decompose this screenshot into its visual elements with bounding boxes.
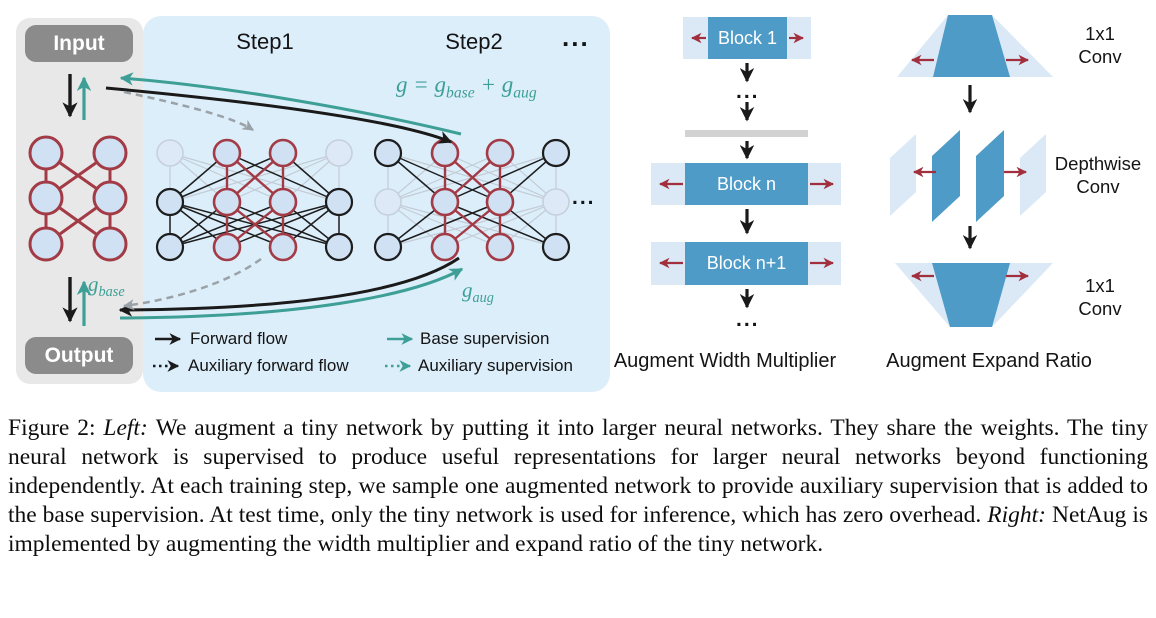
block1-box: Block 1	[708, 17, 787, 59]
step1-label: Step1	[236, 29, 294, 54]
conv1x1-top-label: 1x1 Conv	[1078, 23, 1122, 68]
output-box: Output	[25, 337, 133, 374]
g-base-sub: base	[98, 284, 125, 301]
g-aug-label: gaug	[462, 278, 494, 307]
conv1x1-base-trapezoid-inv	[932, 263, 1010, 327]
legend-aux-supervision: Auxiliary supervision	[418, 356, 573, 375]
caption-segment: NetAug is implemented by augmenting the …	[8, 502, 1149, 557]
width-stack-ellipsis-bottom: ...	[736, 308, 760, 331]
figure-2-graphic: Input Output Step1 Step2 ... ... g = gba…	[16, 15, 1142, 392]
formula-sub: aug	[513, 84, 537, 102]
formula-sub: base	[446, 84, 475, 102]
legend-aux-forward-flow: Auxiliary forward flow	[188, 356, 349, 375]
g-aug-symbol: g	[462, 278, 473, 302]
conv1x1-augment-trapezoid-inv	[895, 263, 1053, 327]
caption-segment: Figure 2:	[8, 415, 104, 441]
conv1x1-augment-trapezoid	[897, 15, 1053, 77]
formula-part: g = g	[396, 72, 447, 97]
step2-label: Step2	[445, 29, 503, 54]
more-width-ellipsis: ...	[572, 186, 596, 209]
formula-part: + g	[474, 72, 514, 97]
width-stack-ellipsis-top: ...	[736, 80, 760, 103]
width-multiplier-caption: Augment Width Multiplier	[613, 350, 837, 372]
depthwise-augment-slab	[890, 134, 916, 216]
caption-italic-segment: Left:	[103, 415, 156, 441]
figure-caption: Figure 2: Left: We augment a tiny networ…	[8, 414, 1148, 559]
input-box: Input	[25, 25, 133, 62]
blockn-box: Block n	[685, 163, 808, 205]
g-base-label: gbase	[88, 272, 125, 301]
expand-diagram-shapes	[890, 15, 1053, 327]
g-aug-sub: aug	[472, 290, 494, 307]
gradient-formula: g = gbase + gaug	[396, 72, 537, 103]
depthwise-base-slab	[976, 130, 1004, 222]
legend-forward-flow: Forward flow	[190, 329, 288, 348]
caption-segment: We augment a tiny network by putting it …	[8, 415, 1148, 528]
caption-italic-segment: Right:	[987, 502, 1052, 528]
divider-bar	[685, 130, 808, 137]
conv1x1-bottom-label: 1x1 Conv	[1078, 275, 1122, 320]
more-steps-ellipsis: ...	[562, 22, 590, 52]
blockn1-box: Block n+1	[685, 242, 808, 285]
depthwise-base-slab	[932, 130, 960, 222]
legend-base-supervision: Base supervision	[420, 329, 550, 348]
conv1x1-base-trapezoid	[933, 15, 1010, 77]
g-base-symbol: g	[88, 272, 99, 296]
tiny-network-panel	[16, 18, 143, 384]
expand-ratio-caption: Augment Expand Ratio	[886, 350, 1092, 372]
depthwise-conv-label: Depthwise Conv	[1054, 153, 1142, 198]
